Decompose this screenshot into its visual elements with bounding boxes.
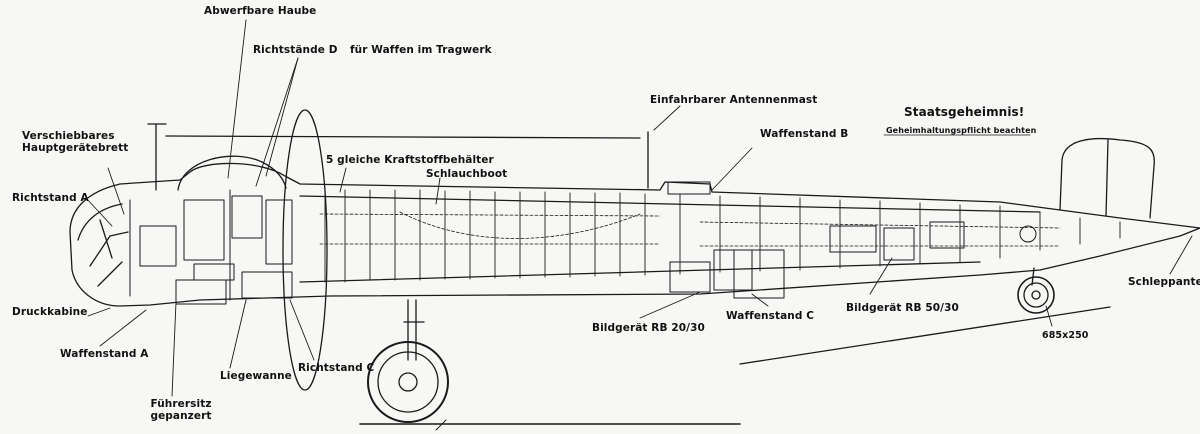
label-fuehrersitz-line1: Führersitz [150,398,212,410]
label-waffenstand-b: Waffenstand B [760,128,849,140]
label-fuer-waffen: für Waffen im Tragwerk [350,44,492,56]
fuselage-outline [69,162,1200,307]
tail-fin [1059,137,1155,219]
label-waffenstand-a: Waffenstand A [60,348,149,360]
label-richtstand-a: Richtstand A [12,192,89,204]
ground-line-rear [739,306,1111,365]
label-antennenmast: Einfahrbarer Antennenmast [650,94,818,106]
tail-wheel [1017,267,1055,314]
label-richtstand-c: Richtstand C [298,362,375,374]
label-kraftstoffbehaelter: 5 gleiche Kraftstoffbehälter [326,154,494,166]
label-liegewanne: Liegewanne [220,370,292,382]
label-fuehrersitz-line2: gepanzert [150,410,212,422]
nose-glazing [77,203,129,287]
label-verschiebbares: Verschiebbares [22,130,115,142]
label-fuehrersitz: Führersitz gepanzert [146,398,216,422]
propeller-disc [282,109,328,391]
label-staatsgeheimnis: Staatsgeheimnis! [904,105,1025,119]
label-geheimhaltung: Geheimhaltungspflicht beachten [886,126,1037,135]
main-landing-gear [367,299,449,423]
label-schlauchboot: Schlauchboot [426,168,508,180]
label-bildgeraet-20: Bildgerät RB 20/30 [592,322,705,334]
label-druckkabine: Druckkabine [12,306,88,318]
label-reifen: 685x250 [1042,330,1089,341]
label-bildgeraet-50: Bildgerät RB 50/30 [846,302,959,314]
label-richtstaende-d: Richtstände D [253,44,338,56]
label-waffenstand-c: Waffenstand C [726,310,815,322]
label-hauptgeraetebrett: Verschiebbares Hauptgerätebrett [22,130,128,154]
label-hauptgeraetebrett-text: Hauptgerätebrett [22,142,129,154]
label-abwerfbare-haube: Abwerfbare Haube [204,5,317,17]
label-schleppantenne: Schleppantenne [1128,276,1200,288]
canopy-outline [177,155,287,191]
